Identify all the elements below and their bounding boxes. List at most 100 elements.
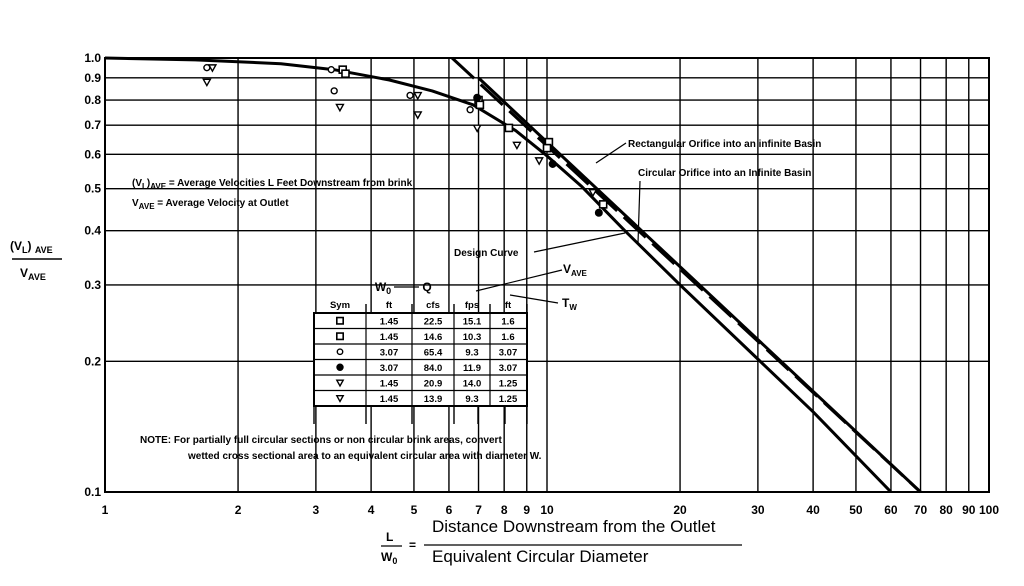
definition-vl-ave: (VL)AVE = Average Velocities L Feet Down… bbox=[132, 178, 413, 191]
marker-square bbox=[335, 316, 344, 325]
table-header: Sym bbox=[330, 300, 350, 311]
marker-triangle bbox=[335, 394, 345, 403]
x-label-lhs-numerator: L bbox=[386, 530, 393, 544]
x-tick-label: 80 bbox=[939, 503, 953, 517]
table-cell: 22.5 bbox=[424, 316, 443, 327]
table-cell: 3.07 bbox=[380, 363, 399, 374]
note-line-2: wetted cross sectional area to an equiva… bbox=[187, 451, 542, 462]
series-line bbox=[104, 56, 892, 494]
x-tick-label: 4 bbox=[368, 503, 375, 517]
marker-circle-filled bbox=[473, 93, 482, 102]
curve-annotations: Rectangular Orifice into an infinite Bas… bbox=[454, 139, 821, 312]
x-label-equals: = bbox=[409, 538, 416, 552]
marker-triangle bbox=[335, 379, 345, 388]
grid-lines bbox=[104, 57, 990, 493]
marker-triangle bbox=[335, 103, 345, 113]
rectangular-orifice-label: Rectangular Orifice into an infinite Bas… bbox=[628, 139, 821, 150]
table-over-header: Q bbox=[422, 280, 431, 294]
table-cell: 9.3 bbox=[465, 347, 478, 358]
marker-square bbox=[341, 69, 350, 79]
x-tick-label: 70 bbox=[914, 503, 928, 517]
y-tick-label: 0.7 bbox=[84, 118, 101, 132]
design-curve-label: Design Curve bbox=[454, 248, 519, 259]
table-cell: 65.4 bbox=[424, 347, 443, 358]
circular-orifice-label: Circular Orifice into an Infinite Basin bbox=[638, 168, 811, 179]
marker-circle-open bbox=[327, 65, 335, 74]
note-line-1: NOTE: For partially full circular sectio… bbox=[140, 435, 502, 446]
table-cell: 13.9 bbox=[424, 394, 443, 405]
curves bbox=[104, 56, 922, 494]
table-cell: 15.1 bbox=[463, 316, 482, 327]
marker-circle-filled bbox=[548, 159, 557, 168]
x-tick-label: 1 bbox=[102, 503, 109, 517]
x-tick-label: 3 bbox=[313, 503, 320, 517]
x-tick-label: 6 bbox=[446, 503, 453, 517]
x-tick-label: 100 bbox=[979, 503, 999, 517]
marker-triangle bbox=[207, 64, 218, 73]
y-tick-label: 0.6 bbox=[84, 147, 101, 161]
table-cell: 1.45 bbox=[380, 332, 399, 343]
data-markers bbox=[202, 63, 608, 217]
table-cell: 20.9 bbox=[424, 378, 443, 389]
y-tick-label: 0.9 bbox=[84, 71, 101, 85]
x-tick-label: 60 bbox=[884, 503, 898, 517]
marker-triangle bbox=[472, 124, 482, 133]
table-cell: 11.9 bbox=[463, 363, 481, 374]
y-label-numerator: (VL) AVE bbox=[10, 239, 53, 255]
x-tick-label: 8 bbox=[501, 503, 508, 517]
y-axis-ticks: 1.00.90.80.70.60.50.40.30.20.1 bbox=[84, 51, 101, 499]
table-header: cfs bbox=[426, 300, 440, 311]
x-tick-label: 20 bbox=[673, 503, 687, 517]
x-tick-label: 2 bbox=[235, 503, 242, 517]
marker-circle-open bbox=[466, 106, 474, 114]
table-cell: 3.07 bbox=[499, 347, 518, 358]
x-label-denominator: Equivalent Circular Diameter bbox=[432, 547, 649, 566]
marker-triangle bbox=[413, 91, 423, 101]
marker-square bbox=[475, 100, 485, 110]
v-ave-label: VAVE bbox=[563, 262, 588, 278]
table-header: fps bbox=[465, 300, 479, 311]
y-label-denominator: VAVE bbox=[20, 266, 46, 282]
table-header: ft bbox=[505, 300, 512, 311]
v-ave-leader bbox=[475, 269, 563, 292]
tw-leader bbox=[509, 294, 559, 304]
x-tick-label: 10 bbox=[540, 503, 554, 517]
marker-circle-filled bbox=[336, 363, 344, 371]
table-cell: 10.3 bbox=[463, 332, 482, 343]
x-tick-label: 5 bbox=[411, 503, 418, 517]
table-header: ft bbox=[386, 300, 393, 311]
y-tick-label: 0.5 bbox=[84, 182, 101, 196]
marker-square bbox=[504, 123, 514, 133]
definition-v-ave: VAVE = Average Velocity at Outlet bbox=[132, 198, 289, 211]
table-cell: 3.07 bbox=[499, 363, 518, 374]
marker-triangle bbox=[512, 141, 522, 151]
table-cell: 84.0 bbox=[424, 363, 443, 374]
table-cell: 1.6 bbox=[501, 332, 514, 343]
x-tick-label: 40 bbox=[806, 503, 820, 517]
table-cell: 1.25 bbox=[499, 394, 518, 405]
table-cell: 3.07 bbox=[380, 347, 399, 358]
marker-triangle bbox=[202, 78, 212, 88]
x-axis-label: L W0 = Distance Downstream from the Outl… bbox=[381, 517, 742, 566]
marker-circle-open bbox=[406, 91, 414, 100]
y-tick-label: 0.2 bbox=[84, 354, 101, 368]
table-cell: 1.6 bbox=[501, 316, 514, 327]
series-line bbox=[477, 76, 922, 494]
marker-square bbox=[542, 143, 552, 153]
rectangular-leader bbox=[595, 142, 627, 164]
note: NOTE: For partially full circular sectio… bbox=[140, 435, 542, 462]
table-over-header: W0 bbox=[375, 280, 391, 296]
marker-circle-open bbox=[330, 87, 338, 95]
x-tick-label: 50 bbox=[849, 503, 863, 517]
marker-triangle bbox=[413, 111, 423, 120]
design-leader bbox=[533, 232, 626, 253]
plot-frame bbox=[104, 57, 990, 493]
table-cell: 1.45 bbox=[380, 316, 399, 327]
y-tick-label: 0.4 bbox=[84, 224, 101, 238]
table-cell: 1.45 bbox=[380, 378, 399, 389]
x-tick-label: 90 bbox=[962, 503, 976, 517]
circular-leader bbox=[637, 180, 641, 244]
